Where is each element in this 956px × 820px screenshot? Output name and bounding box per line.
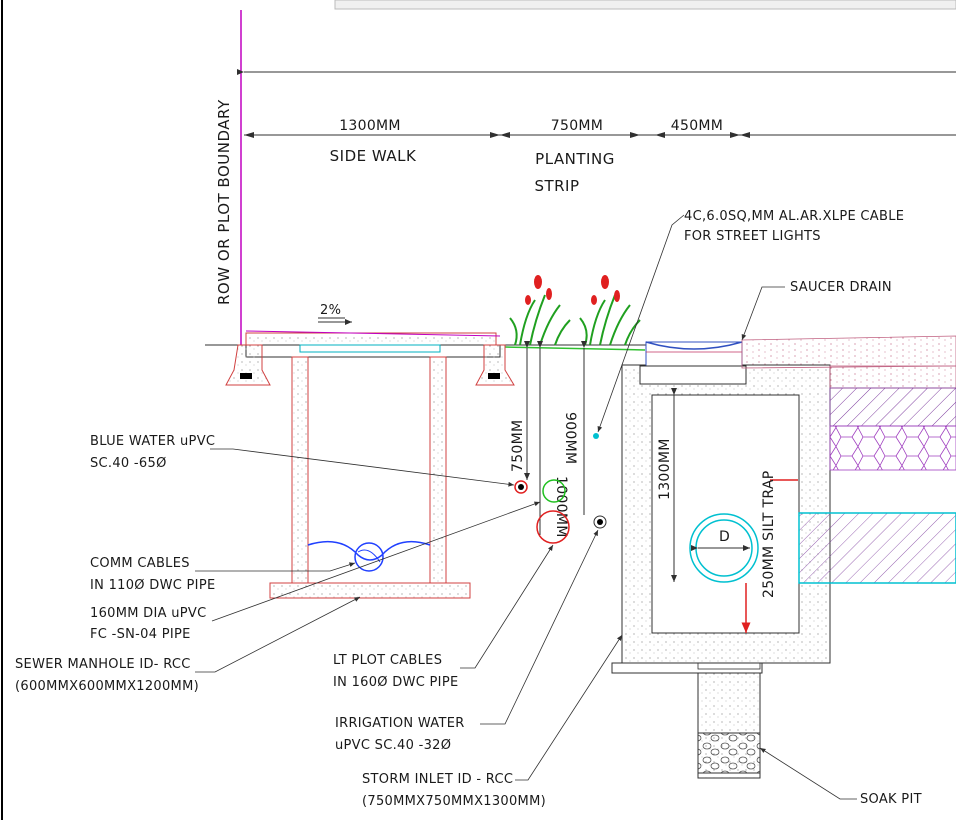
dim-arrow [490,132,500,138]
comm-pipe-inner [357,549,381,563]
manhole-base [269,582,471,599]
dia160-label-1: 160MM DIA uPVC [90,606,207,621]
sidewalk-base [245,344,501,358]
storm-pipe-outer [689,513,759,583]
flower-6 [591,295,597,305]
manhole-left-wall [291,356,309,584]
saucer-drain-label: SAUCER DRAIN [790,280,892,295]
depth-1000-text: 1000MM [553,476,569,538]
dim-kerb-text: 450MM [671,118,723,134]
blue-water-label-2: SC.40 -65Ø [90,456,167,471]
slope-label: 2% [320,303,341,318]
dim-arrow [655,132,665,138]
silt-trap-text: 250MM SILT TRAP [761,471,777,598]
storm-drain-outlet [798,512,956,584]
depth-1300-text: 1300MM [657,438,673,500]
road-layers [741,335,956,584]
dia160-label-2: FC -SN-04 PIPE [90,627,191,642]
dim-arrow [244,132,254,138]
road-surface [741,335,956,369]
plant-leaves-2 [579,294,641,346]
saucer-drain-dip [645,341,743,350]
right-kerb-block [488,373,500,379]
flower-1 [534,275,542,289]
flower-2 [546,288,552,300]
soak-pit-grate [697,662,761,670]
flower-3 [525,295,531,305]
lt-160-pipe [536,510,570,544]
soak-pit [697,662,761,779]
manhole-right-wall [429,356,447,584]
comm-label-2: IN 110Ø DWC PIPE [90,578,215,593]
lt-leader [460,544,554,669]
soak-pit-stones [697,732,761,774]
lt-label-1: LT PLOT CABLES [333,653,442,668]
callouts: 4C,6.0SQ,MM AL.AR.XLPE CABLE FOR STREET … [15,209,922,809]
irrigation-label-1: IRRIGATION WATER [335,716,465,731]
comm-110-pipe [542,479,566,503]
depth-900-text: 900MM [562,412,578,464]
flower-5 [614,290,620,302]
storm-label-2: (750MMX750MMX1300MM) [362,794,546,809]
blue-water-pipe-core [518,484,524,490]
planting-ground-line [504,346,646,351]
flower-4 [601,275,609,289]
road-subbase [829,387,956,427]
depth-750-text: 750MM [510,420,526,472]
manhole-cover [299,344,441,353]
comm-leader [195,562,356,572]
right-kerb-footing [475,344,515,386]
dimension-row: 1300MM 750MM 450MM [244,118,956,138]
storm-leader [515,634,623,781]
dim-arrow [740,132,750,138]
planting-label-1: PLANTING [535,150,615,168]
left-kerb-block [240,373,252,379]
comm-pipe-circle [354,542,384,572]
left-kerb-footing [225,344,271,386]
dim-arrow [500,132,510,138]
sewer-label-2: (600MMX600MMX1200MM) [15,679,199,694]
planting-label-2: STRIP [534,177,579,195]
dia160-leader [211,501,541,622]
storm-label-1: STORM INLET ID - RCC [362,772,513,787]
pipe-d-text: D [719,529,730,545]
comm-label-1: COMM CABLES [90,556,190,571]
road-geogrid [829,425,956,471]
dim-sidewalk-text: 1300MM [339,118,401,134]
plant-leaves-1 [509,294,571,346]
row-boundary-label: ROW OR PLOT BOUNDARY [215,99,233,305]
road-base [829,365,956,389]
blue-water-pipe [514,480,528,494]
sidewalk-top-line [245,330,501,337]
soak-pit-label: SOAK PIT [860,792,922,807]
plants [509,275,641,346]
cable-label-1: 4C,6.0SQ,MM AL.AR.XLPE CABLE [684,209,904,224]
sewer-manhole [269,356,471,599]
street-light-cable-dot [593,433,599,439]
irrigation-pipe-core [597,519,603,525]
saucer-frame [639,365,747,385]
irrigation-pipe [593,515,607,529]
sidewalk-label: SIDE WALK [330,147,417,165]
saucer-leader [741,286,785,341]
dim-arrow [730,132,740,138]
storm-inlet: 1300MM D 250MM SILT TRAP [611,341,831,674]
sewer-label-1: SEWER MANHOLE ID- RCC [15,657,191,672]
soak-pit-leader [759,747,857,800]
cable-leader [597,214,685,433]
irrigation-leader [480,529,599,725]
lt-label-2: IN 160Ø DWC PIPE [333,675,458,690]
top-toolbar-strip [334,0,956,10]
storm-inlet-base [611,662,763,674]
blue-water-label-1: BLUE WATER uPVC [90,434,215,449]
cable-label-2: FOR STREET LIGHTS [684,229,821,244]
sewer-leader [195,596,361,673]
dim-planting-text: 750MM [551,118,603,134]
comm-cable-curve [307,540,431,561]
blue-water-leader [210,448,515,487]
dim-arrow [630,132,640,138]
irrigation-label-2: uPVC SC.40 -32Ø [335,738,451,753]
